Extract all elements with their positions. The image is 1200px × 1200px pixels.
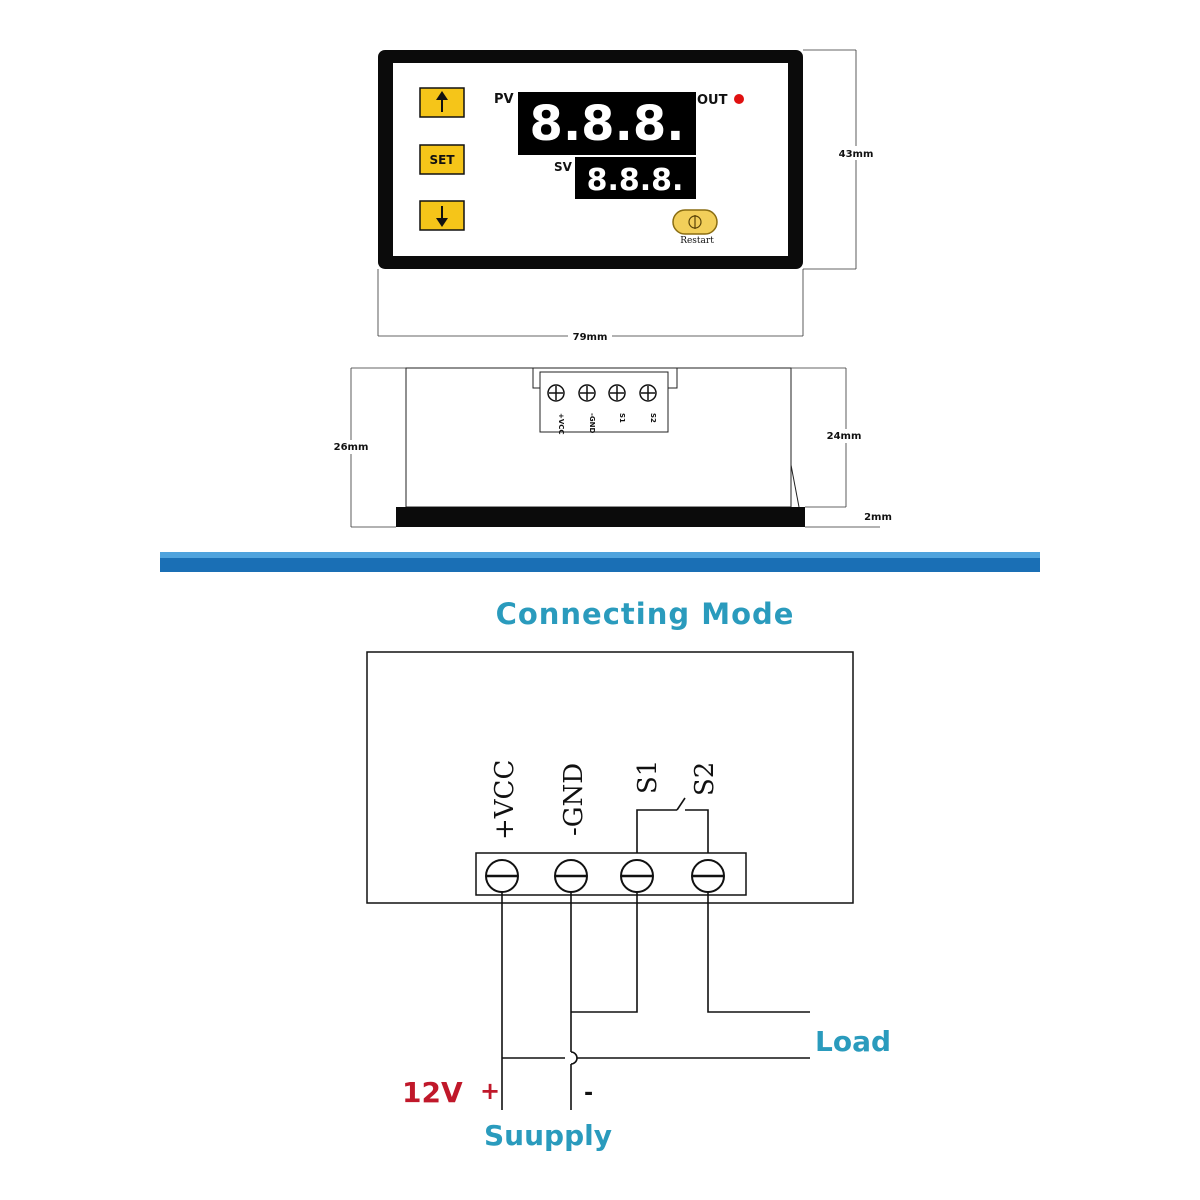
sv-display (575, 157, 696, 199)
body-depth-dimension: 24mm (827, 431, 862, 442)
side-screw-4 (639, 384, 657, 402)
terminal-label-s2: S2 (690, 762, 720, 796)
plus-label: + (480, 1077, 500, 1105)
bezel-dimension: 2mm (864, 512, 892, 523)
wires (501, 892, 810, 1110)
power-icon (688, 215, 702, 229)
terminal-label-vcc: +VCC (490, 760, 520, 840)
side-screw-1 (547, 384, 565, 402)
section-divider (160, 552, 1040, 572)
pv-display-digits: 8.8.8. (530, 96, 685, 152)
arrow-up-icon (436, 91, 448, 112)
side-screw-2 (578, 384, 596, 402)
down-button[interactable] (419, 200, 465, 231)
total-depth-dimension: 26mm (334, 442, 369, 453)
side-terminal-label-vcc: +VCC (557, 413, 565, 435)
set-button-label: SET (429, 153, 455, 167)
width-dimension: 79mm (573, 332, 608, 343)
side-terminal-label-gnd: -GND (588, 413, 596, 434)
out-led (734, 94, 744, 104)
sv-display-digits: 8.8.8. (587, 163, 684, 198)
side-bezel (396, 507, 805, 527)
load-label: Load (815, 1025, 891, 1058)
supply-label: Suupply (484, 1119, 612, 1152)
terminal-screw-s2 (691, 859, 725, 893)
out-label: OUT (697, 93, 728, 108)
terminal-screw-s1 (620, 859, 654, 893)
sv-label: SV (554, 160, 573, 174)
side-view: +VCC -GND S1 S2 26mm 24mm 2mm (330, 367, 892, 528)
arrow-down-icon (436, 206, 448, 227)
terminal-screw-vcc (485, 859, 519, 893)
side-terminal-label-s2: S2 (649, 413, 657, 423)
side-terminal-label-s1: S1 (618, 413, 626, 423)
side-screw-3 (608, 384, 626, 402)
voltage-label: 12V (402, 1076, 463, 1109)
front-view: SET PV 8.8.8. SV 8.8.8. OUT Restar (377, 49, 878, 343)
s1-s2-switch (636, 797, 709, 855)
connecting-mode-title: Connecting Mode (496, 597, 795, 631)
height-dimension: 43mm (839, 149, 874, 160)
set-button[interactable]: SET (419, 144, 465, 175)
up-button[interactable] (419, 87, 465, 118)
restart-label: Restart (680, 236, 714, 246)
restart-button[interactable] (672, 209, 718, 235)
minus-label: - (584, 1081, 593, 1106)
terminal-label-gnd: -GND (559, 763, 589, 836)
pv-display (518, 92, 696, 155)
pv-label: PV (494, 92, 514, 107)
wiring-diagram: +VCC -GND S1 S2 (366, 651, 891, 1152)
terminal-screw-gnd (554, 859, 588, 893)
side-terminal-block: +VCC -GND S1 S2 (532, 367, 678, 435)
terminal-label-s1: S1 (633, 760, 663, 794)
